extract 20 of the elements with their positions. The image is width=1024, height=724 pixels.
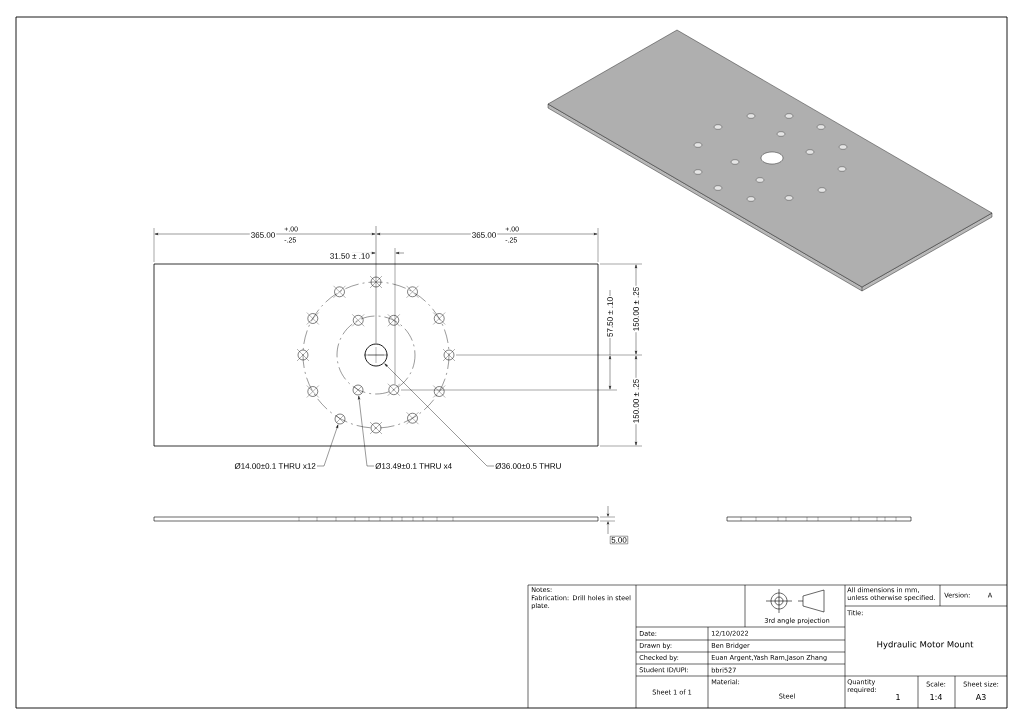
leader-line bbox=[384, 363, 495, 467]
leader-line bbox=[358, 395, 375, 467]
dimension-value: 365.00 bbox=[470, 231, 498, 239]
hole bbox=[334, 413, 346, 425]
dimension-value: 365.00 bbox=[249, 231, 277, 239]
hole bbox=[364, 343, 388, 367]
dimension-value: 150.00 ± .25 bbox=[632, 285, 640, 333]
dimension-value: 5.00 bbox=[610, 535, 628, 545]
field-value: 1:4 bbox=[930, 694, 942, 700]
callout-text: Ø14.00±0.1 THRU x12 bbox=[234, 463, 316, 469]
callout-text: Ø13.49±0.1 THRU x4 bbox=[375, 463, 452, 469]
callout-text: Ø36.00±0.5 THRU bbox=[495, 463, 561, 469]
title-text: Hydraulic Motor Mount bbox=[877, 640, 974, 650]
dimension-value: 150.00 ± .25 bbox=[632, 377, 640, 425]
dimension-value: 57.50 ± .10 bbox=[606, 296, 614, 338]
dimension-value: 31.50 ± .10 bbox=[328, 252, 371, 260]
leader-line bbox=[316, 424, 339, 467]
field-value: 1 bbox=[896, 694, 900, 700]
field-value: A3 bbox=[975, 694, 986, 701]
hole bbox=[352, 384, 364, 396]
